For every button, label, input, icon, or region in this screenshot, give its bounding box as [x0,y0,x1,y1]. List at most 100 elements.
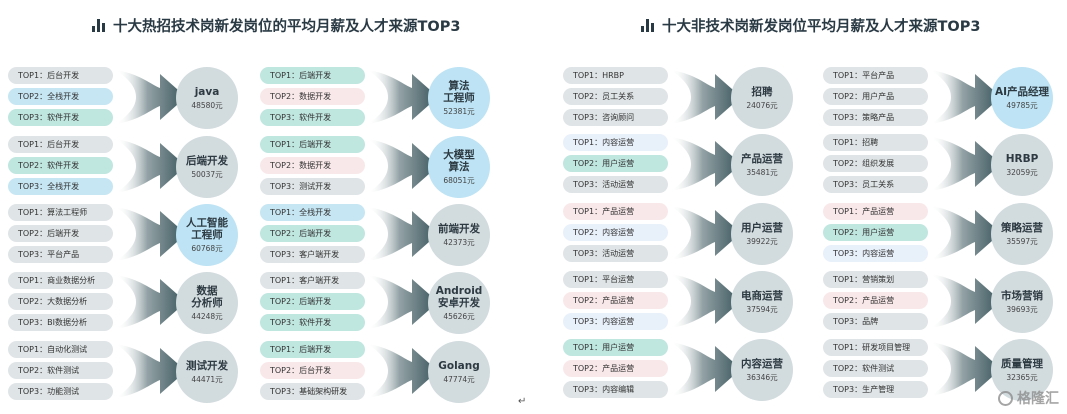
flow-arrow-icon [931,70,1001,124]
flow-arrow-icon [931,137,1001,191]
tech-panel-title: 十大热招技术岗新发岗位的平均月薪及人才来源TOP3 [113,18,461,35]
talent-source-3: TOP3：内容运营 [823,245,928,262]
job-salary: 44248元 [191,312,223,321]
flow-arrow-icon [116,139,186,193]
flow-arrow-icon [671,274,741,328]
flow-arrow-icon [368,70,438,124]
talent-source-2: TOP2：用户产品 [823,88,928,105]
talent-source-3: TOP3：BI数据分析 [8,314,113,331]
talent-source-3: TOP3：功能测试 [8,383,113,400]
job-salary: 44471元 [191,375,223,384]
watermark-logo-icon [998,390,1013,406]
talent-source-3: TOP3：策略产品 [823,109,928,126]
talent-source-1: TOP1：算法工程师 [8,204,113,221]
talent-source-3: TOP3：咨询顾问 [563,109,668,126]
talent-source-1: TOP1：全栈开发 [260,204,365,221]
job-circle: 算法 工程师 52381元 [428,67,490,129]
talent-source-1: TOP1：自动化测试 [8,341,113,358]
job-title: 算法 工程师 [443,80,475,104]
job-salary: 45626元 [443,312,475,321]
job-salary: 39693元 [1006,305,1038,314]
flow-arrow-icon [368,207,438,261]
job-title: 用户运营 [741,222,783,234]
job-circle: 用户运营 39922元 [731,203,793,265]
job-title: 策略运营 [1001,222,1043,234]
talent-source-2: TOP2：员工关系 [563,88,668,105]
flow-arrow-icon [116,70,186,124]
job-salary: 39922元 [746,237,778,246]
job-salary: 49785元 [1006,101,1038,110]
nontech-panel-title: 十大非技术岗新发岗位平均月薪及人才来源TOP3 [662,18,981,35]
watermark-text: 格隆汇 [1017,391,1059,407]
flow-arrow-icon [671,137,741,191]
job-title: 内容运营 [741,358,783,370]
job-salary: 35597元 [1006,237,1038,246]
job-title: 市场营销 [1001,290,1043,302]
flow-arrow-icon [368,344,438,398]
flow-arrow-icon [116,344,186,398]
flow-arrow-icon [671,70,741,124]
talent-source-1: TOP1：招聘 [823,134,928,151]
job-title: Golang [438,360,480,372]
talent-source-3: TOP3：品牌 [823,313,928,330]
talent-source-2: TOP2：后端开发 [260,225,365,242]
job-salary: 47774元 [443,375,475,384]
talent-source-2: TOP2：产品运营 [823,292,928,309]
job-title: Android 安卓开发 [435,285,483,309]
job-salary: 32059元 [1006,168,1038,177]
talent-source-2: TOP2：产品运营 [563,292,668,309]
job-circle: 策略运营 35597元 [991,203,1053,265]
talent-source-1: TOP1：后台开发 [8,136,113,153]
flow-arrow-icon [931,274,1001,328]
talent-source-2: TOP2：用户运营 [823,224,928,241]
job-salary: 68051元 [443,176,475,185]
job-circle: 市场营销 39693元 [991,271,1053,333]
talent-source-2: TOP2：软件测试 [8,362,113,379]
job-circle: Golang 47774元 [428,341,490,403]
watermark: 格隆汇 [998,388,1059,408]
job-title: 产品运营 [741,153,783,165]
talent-source-3: TOP3：客户端开发 [260,246,365,263]
flow-arrow-icon [116,275,186,329]
job-circle: 后端开发 50037元 [176,136,238,198]
flow-arrow-icon [671,206,741,260]
job-salary: 42373元 [443,238,475,247]
talent-source-2: TOP2：后台开发 [260,362,365,379]
talent-source-3: TOP3：平台产品 [8,246,113,263]
talent-source-1: TOP1：产品运营 [563,203,668,220]
talent-source-1: TOP1：商业数据分析 [8,272,113,289]
job-title: 后端开发 [186,155,228,167]
job-title: 电商运营 [741,290,783,302]
return-mark: ↵ [518,396,527,407]
job-salary: 52381元 [443,107,475,116]
talent-source-3: TOP3：测试开发 [260,178,365,195]
talent-source-3: TOP3：软件开发 [260,314,365,331]
talent-source-1: TOP1：平台产品 [823,67,928,84]
flow-arrow-icon [931,342,1001,396]
job-salary: 50037元 [191,170,223,179]
job-title: 招聘 [751,86,773,98]
job-title: 人工智能 工程师 [186,217,228,241]
flow-arrow-icon [931,206,1001,260]
